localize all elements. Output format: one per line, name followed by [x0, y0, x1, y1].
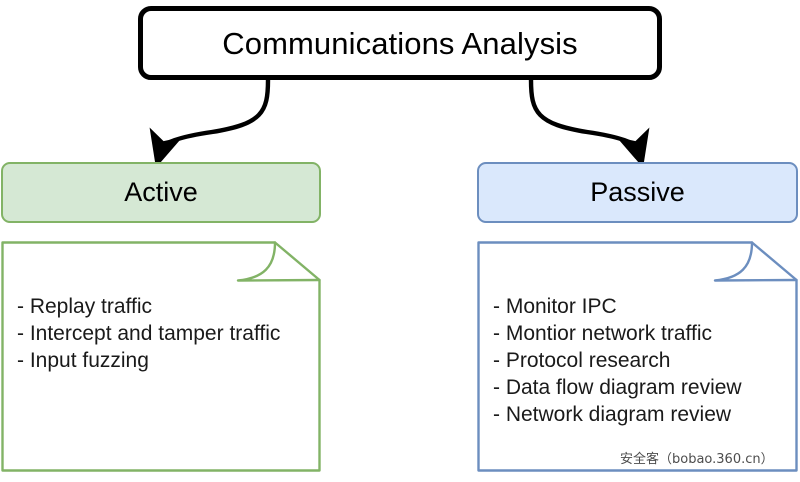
- note-line: - Data flow diagram review: [493, 376, 742, 399]
- note-shape-passive: [477, 241, 798, 472]
- watermark-text: 安全客（bobao.360.cn）: [620, 452, 774, 467]
- connector-root-to-passive: [528, 77, 650, 168]
- branch-header-active[interactable]: Active: [1, 162, 321, 223]
- note-line: - Network diagram review: [493, 403, 732, 426]
- note-body-active: - Replay traffic - Intercept and tamper …: [1, 241, 321, 472]
- root-node-communications-analysis[interactable]: Communications Analysis: [138, 6, 662, 80]
- note-line: - Input fuzzing: [17, 349, 149, 372]
- branch-header-passive[interactable]: Passive: [477, 162, 798, 223]
- note-line: - Intercept and tamper traffic: [17, 322, 281, 345]
- root-node-label: Communications Analysis: [222, 25, 578, 61]
- note-line: - Montior network traffic: [493, 322, 713, 345]
- note-body-passive: - Monitor IPC - Montior network traffic …: [477, 241, 798, 472]
- branch-header-passive-label: Passive: [590, 177, 685, 207]
- note-line: - Protocol research: [493, 349, 671, 372]
- note-card-active[interactable]: - Replay traffic - Intercept and tamper …: [1, 241, 321, 472]
- branch-header-active-label: Active: [124, 177, 198, 207]
- note-line: - Monitor IPC: [493, 295, 617, 318]
- note-card-passive[interactable]: - Monitor IPC - Montior network traffic …: [477, 241, 798, 472]
- note-shape-active: [1, 241, 321, 472]
- note-line: - Replay traffic: [17, 295, 152, 318]
- connector-root-to-active: [149, 77, 271, 168]
